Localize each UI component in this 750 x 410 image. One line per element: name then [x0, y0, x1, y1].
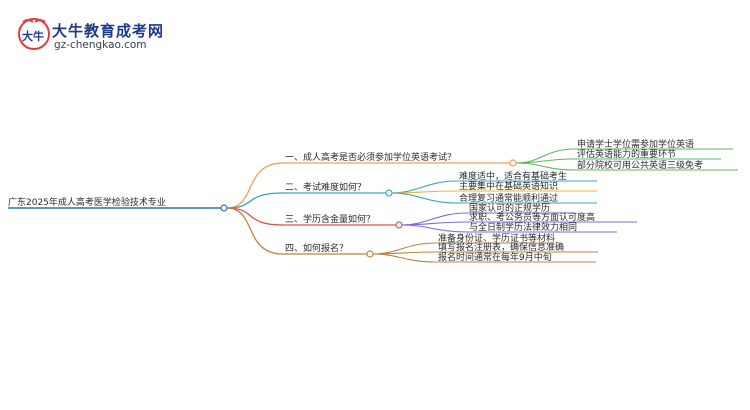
- site-logo[interactable]: 大牛 大牛教育成考网 gz-chengkao.com: [14, 14, 164, 56]
- branch-topic[interactable]: 四、如何报名？: [285, 242, 348, 254]
- brand-url: gz-chengkao.com: [54, 39, 147, 51]
- leaf-connector: [372, 253, 437, 263]
- leaf-topic[interactable]: 国家认可的正规学历: [469, 202, 550, 214]
- leaf-topic[interactable]: 准备身份证、学历证书等材料: [438, 232, 555, 244]
- branch-topic[interactable]: 二、考试难度如何？: [285, 181, 366, 193]
- branch-hub: [366, 250, 374, 258]
- branch-hub: [385, 189, 393, 197]
- branch-connector: [226, 192, 284, 209]
- branch-connector: [226, 207, 284, 226]
- leaf-topic[interactable]: 申请学士学位需参加学位英语: [577, 138, 694, 150]
- leaf-topic[interactable]: 合理复习通常能顺利通过: [459, 192, 558, 204]
- root-hub: [220, 204, 228, 212]
- branch-connector: [226, 162, 284, 209]
- leaf-topic[interactable]: 与全日制学历法律效力相同: [469, 221, 577, 233]
- leaf-topic[interactable]: 主要集中在基础英语知识: [459, 180, 558, 192]
- leaf-connector: [515, 158, 576, 164]
- branch-connector: [226, 207, 284, 255]
- branch-hub: [395, 221, 403, 229]
- leaf-topic[interactable]: 报名时间通常在每年9月中旬: [438, 251, 552, 263]
- leaf-connector: [515, 162, 576, 171]
- leaf-topic[interactable]: 评估英语能力的重要环节: [577, 148, 676, 160]
- leaf-topic[interactable]: 部分院校可用公共英语三级免考: [577, 159, 703, 171]
- leaf-connector: [401, 221, 468, 226]
- leaf-connector: [401, 224, 468, 233]
- leaf-topic[interactable]: 难度适中，适合有基础考生: [459, 170, 567, 182]
- logo-text: 大牛: [22, 29, 44, 43]
- leaf-topic[interactable]: 填写报名注册表，确保信息准确: [438, 241, 564, 253]
- leaf-topic[interactable]: 求职、考公务员等方面认可度高: [469, 211, 595, 223]
- root-topic[interactable]: 广东2025年成人高考医学检验技术专业: [8, 196, 166, 208]
- bull-logo-icon: 大牛: [18, 18, 50, 50]
- brand-name: 大牛教育成考网: [52, 22, 165, 40]
- branch-topic[interactable]: 一、成人高考是否必须参加学位英语考试？: [285, 151, 456, 163]
- branch-topic[interactable]: 三、学历含金量如何？: [285, 213, 375, 225]
- branch-hub: [509, 159, 517, 167]
- leaf-connector: [391, 192, 458, 204]
